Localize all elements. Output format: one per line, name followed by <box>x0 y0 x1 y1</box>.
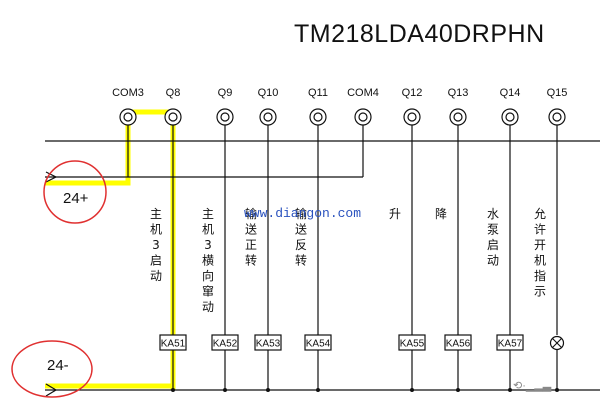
positive-annotation-circle <box>43 160 107 224</box>
relay-label-q14: KA57 <box>498 339 523 350</box>
terminal-screw-com3 <box>119 108 137 126</box>
description-q14: 水泵启动 <box>487 207 499 268</box>
relay-coil-q10 <box>254 334 282 351</box>
negative-annotation-circle <box>11 340 93 398</box>
terminal-label-q15: Q15 <box>547 87 568 99</box>
terminal-screw-q11 <box>309 108 327 126</box>
corner-logo: ⟲·▁▂▃ <box>513 380 552 392</box>
terminal-label-q8: Q8 <box>166 87 181 99</box>
terminal-label-q12: Q12 <box>402 87 423 99</box>
terminal-com4: COM4 <box>347 87 379 126</box>
terminal-screw-inner-com3 <box>123 112 133 122</box>
relay-label-q13: KA56 <box>446 339 471 350</box>
model-title: TM218LDA40DRPHN <box>294 20 545 48</box>
junction-dot-q15 <box>555 388 559 392</box>
relay-coil-q14 <box>496 334 524 351</box>
terminal-label-com4: COM4 <box>347 87 379 99</box>
relay-label-q10: KA53 <box>256 339 281 350</box>
terminal-q15: Q15 允许开机指示 <box>534 87 567 392</box>
terminal-label-q14: Q14 <box>500 87 521 99</box>
description-q10: 输送正转 <box>245 206 257 268</box>
relay-coil-q11 <box>304 334 332 351</box>
positive-supply-label: 24+ <box>63 190 89 207</box>
relay-coil-q13 <box>444 334 472 351</box>
terminal-screw-inner-q11 <box>313 112 323 122</box>
description-q15: 允许开机指示 <box>534 206 546 299</box>
terminal-label-q11: Q11 <box>308 87 328 99</box>
junction-dot-q10 <box>266 388 270 392</box>
terminal-screw-inner-q14 <box>505 112 515 122</box>
terminal-screw-inner-q8 <box>168 112 178 122</box>
description-q11: 输送反转 <box>295 206 307 268</box>
relay-label-q12: KA55 <box>400 339 425 350</box>
relay-label-q9: KA52 <box>213 339 238 350</box>
watermark: www.diangon.com <box>244 206 362 221</box>
junction-dot-q9 <box>223 388 227 392</box>
terminal-screw-q9 <box>216 108 234 126</box>
description-q12: 升 <box>389 207 401 221</box>
terminal-screw-inner-com4 <box>358 112 368 122</box>
terminal-screw-com4 <box>354 108 372 126</box>
lamp-cross-b <box>552 338 562 348</box>
junction-dot-q8 <box>171 388 175 392</box>
junction-dot-q13 <box>456 388 460 392</box>
negative-supply: 24- <box>45 357 69 397</box>
terminal-screw-q8 <box>164 108 182 126</box>
negative-supply-label: 24- <box>47 357 69 374</box>
junction-dot-q12 <box>410 388 414 392</box>
relay-label-q8: KA51 <box>161 339 186 350</box>
terminal-screw-q10 <box>259 108 277 126</box>
description-q13: 降 <box>435 207 447 221</box>
junction-dot-q11 <box>316 388 320 392</box>
relay-coil-q8 <box>159 334 187 351</box>
terminal-screw-inner-q9 <box>220 112 230 122</box>
terminal-screw-inner-q10 <box>263 112 273 122</box>
terminal-label-q13: Q13 <box>448 87 469 99</box>
terminal-label-q9: Q9 <box>218 87 233 99</box>
terminal-com3: COM3 <box>112 87 144 126</box>
relay-coil-q12 <box>398 334 426 351</box>
relay-label-q11: KA54 <box>306 339 331 350</box>
terminal-label-q10: Q10 <box>258 87 279 99</box>
terminal-screw-inner-q15 <box>552 112 562 122</box>
terminal-label-com3: COM3 <box>112 87 144 99</box>
terminal-screw-q12 <box>403 108 421 126</box>
terminal-screw-q13 <box>449 108 467 126</box>
terminal-screw-q15 <box>548 108 566 126</box>
terminal-screw-inner-q12 <box>407 112 417 122</box>
relay-coil-q9 <box>211 334 239 351</box>
terminal-screw-q14 <box>501 108 519 126</box>
terminal-screw-inner-q13 <box>453 112 463 122</box>
junction-dot-q14 <box>508 388 512 392</box>
